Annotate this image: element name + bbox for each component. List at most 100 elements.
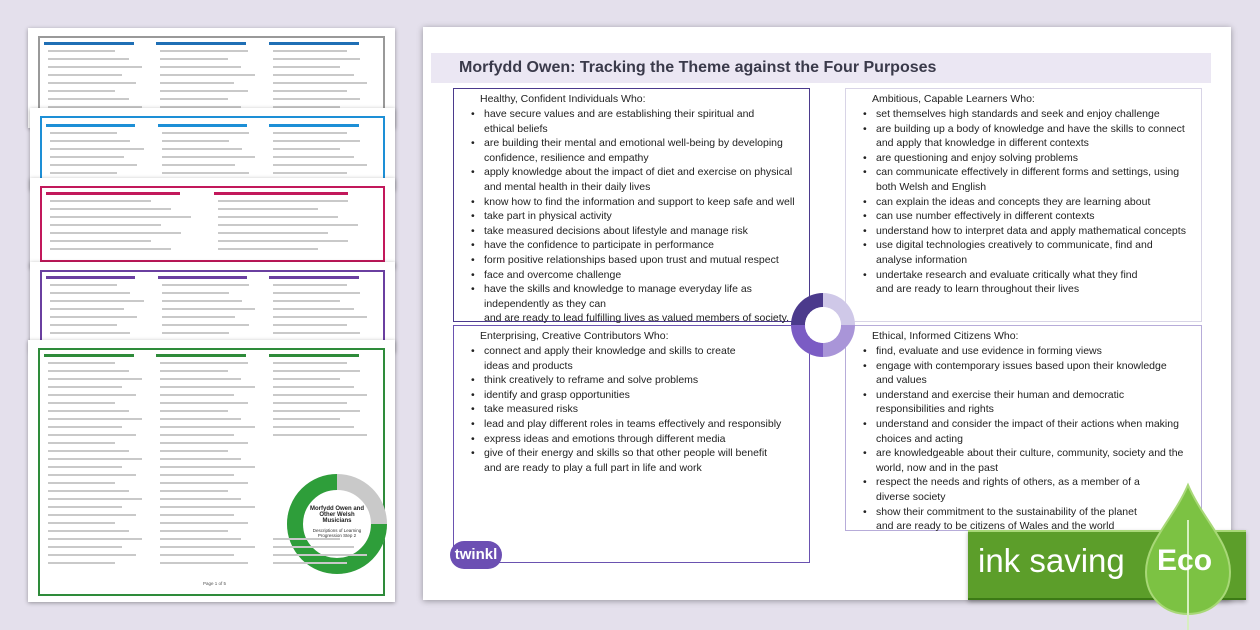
thumbnail-text-line	[48, 482, 116, 484]
thumbnail-text-line	[160, 50, 248, 52]
purpose-item: show their commitment to the sustainabil…	[860, 505, 1195, 534]
thumbnail-text-line	[272, 434, 368, 436]
quadrant-list: set themselves high standards and seek a…	[860, 107, 1195, 297]
thumbnail-heading-line	[156, 42, 247, 45]
thumbnail-heading-line	[44, 42, 134, 45]
purpose-item: understand and consider the impact of th…	[860, 417, 1195, 446]
thumbnail-text-line	[50, 216, 191, 218]
thumbnail-page-2	[30, 108, 395, 190]
thumbnail-text-line	[160, 522, 248, 524]
thumbnail-text-line	[50, 172, 117, 174]
thumbnail-text-line	[273, 308, 354, 310]
thumbnail-text-line	[160, 394, 235, 396]
purpose-item: form positive relationships based upon t…	[468, 253, 803, 268]
quadrant-enterprising-creative: Enterprising, Creative Contributors Who:…	[453, 325, 810, 563]
thumbnail-text-line	[160, 442, 248, 444]
twinkl-logo: twinkl	[450, 541, 502, 569]
thumbnail-text-line	[50, 224, 161, 226]
thumbnail-text-line	[160, 362, 248, 364]
thumbnail-text-line	[48, 50, 116, 52]
thumbnail-text-line	[50, 292, 131, 294]
thumbnail-text-line	[160, 514, 235, 516]
thumbnail-text-line	[273, 332, 361, 334]
thumbnail-text-line	[217, 208, 318, 210]
thumbnail-text-line	[160, 474, 235, 476]
thumbnail-text-line	[50, 300, 144, 302]
thumbnail-text-line	[50, 200, 151, 202]
thumbnail-text-line	[161, 148, 243, 150]
thumbnail-text-line	[217, 232, 329, 234]
thumbnail-text-line	[160, 530, 228, 532]
thumbnail-text-line	[50, 140, 131, 142]
purpose-item: apply knowledge about the impact of diet…	[468, 165, 803, 194]
thumbnail-heading-line	[44, 354, 134, 357]
thumbnail-text-line	[160, 426, 255, 428]
thumbnail-text-line	[48, 58, 129, 60]
quadrant-ambitious-capable: Ambitious, Capable Learners Who: set the…	[845, 88, 1202, 322]
purpose-item: take part in physical activity	[468, 209, 803, 224]
thumbnail-text-line	[48, 362, 116, 364]
thumbnail-text-line	[48, 562, 116, 564]
thumbnail-circle-subtitle: Descriptions of Learning Progression Ste…	[312, 528, 362, 538]
thumbnail-text-line	[48, 82, 136, 84]
thumbnail-text-line	[160, 66, 242, 68]
thumbnail-text-line	[273, 164, 368, 166]
thumbnail-text-line	[48, 90, 116, 92]
quadrant-list: connect and apply their knowledge and sk…	[468, 344, 803, 475]
purpose-item: face and overcome challenge	[468, 268, 803, 283]
thumbnail-text-line	[161, 172, 249, 174]
thumbnail-text-line	[273, 140, 361, 142]
purpose-item: connect and apply their knowledge and sk…	[468, 344, 803, 373]
purpose-item: are building their mental and emotional …	[468, 136, 803, 165]
thumbnail-text-line	[161, 164, 236, 166]
thumbnail-text-line	[161, 132, 249, 134]
purpose-item: lead and play different roles in teams e…	[468, 417, 803, 432]
thumbnail-text-line	[273, 284, 348, 286]
thumbnail-text-line	[48, 370, 129, 372]
thumbnail-heading-line	[268, 42, 359, 45]
thumbnail-heading-line	[46, 276, 136, 279]
four-purposes-ring-icon	[791, 293, 855, 357]
thumbnail-text-line	[48, 410, 129, 412]
purpose-item: have secure values and are establishing …	[468, 107, 803, 136]
quadrant-ethical-informed: Ethical, Informed Citizens Who: find, ev…	[845, 325, 1202, 534]
thumbnail-text-line	[48, 554, 136, 556]
thumbnail-text-line	[273, 300, 341, 302]
thumbnail-text-line	[48, 66, 143, 68]
thumbnail-text-line	[272, 426, 354, 428]
quadrant-heading: Healthy, Confident Individuals Who:	[480, 93, 646, 105]
thumbnail-text-line	[161, 140, 229, 142]
thumbnail-text-line	[48, 522, 116, 524]
purpose-item: find, evaluate and use evidence in formi…	[860, 344, 1195, 359]
thumbnail-text-line	[273, 132, 348, 134]
thumbnail-text-line	[50, 164, 138, 166]
thumbnail-text-line	[272, 82, 368, 84]
thumbnail-footer: Page 1 of 5	[203, 581, 227, 586]
thumbnail-text-line	[48, 378, 143, 380]
purpose-item: understand and exercise their human and …	[860, 388, 1195, 417]
thumbnail-text-line	[160, 538, 242, 540]
page-title: Morfydd Owen: Tracking the Theme against…	[459, 59, 937, 76]
thumbnail-text-line	[48, 514, 136, 516]
thumbnail-text-line	[160, 562, 248, 564]
thumbnail-text-line	[161, 292, 229, 294]
thumbnail-text-line	[217, 216, 339, 218]
purpose-item: take measured risks	[468, 402, 803, 417]
thumbnail-text-line	[272, 394, 368, 396]
purpose-item: give of their energy and skills so that …	[468, 446, 803, 475]
thumbnail-text-line	[50, 284, 117, 286]
thumbnail-heading-line	[157, 276, 247, 279]
thumbnail-heading-line	[46, 192, 180, 195]
thumbnail-text-line	[50, 248, 171, 250]
thumbnail-text-line	[160, 106, 242, 108]
thumbnail-text-line	[160, 466, 255, 468]
thumbnail-text-line	[160, 450, 228, 452]
thumbnail-text-line	[272, 538, 341, 540]
thumbnail-text-line	[160, 402, 248, 404]
thumbnail-text-line	[50, 324, 117, 326]
thumbnail-text-line	[272, 386, 354, 388]
thumbnail-text-line	[48, 474, 136, 476]
thumbnail-text-line	[160, 482, 248, 484]
thumbnail-text-line	[160, 58, 228, 60]
thumbnail-text-line	[160, 378, 242, 380]
